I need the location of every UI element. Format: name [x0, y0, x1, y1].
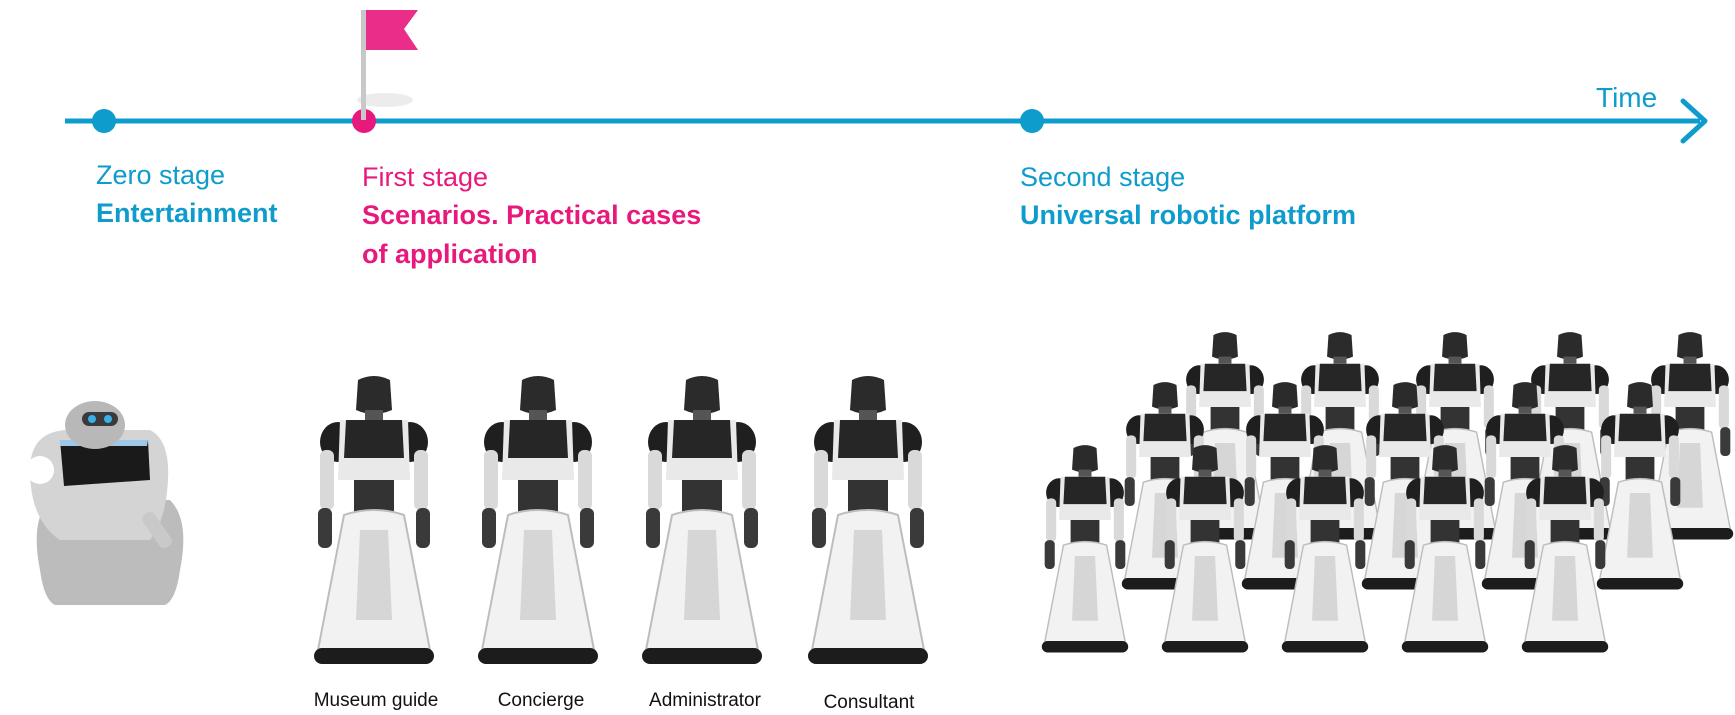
role-caption-museum-guide: Museum guide [313, 690, 439, 711]
flag-icon [357, 10, 418, 120]
role-caption-administrator: Administrator [649, 690, 761, 711]
second-stage-robot-crowd [1041, 331, 1734, 654]
second-stage-label: Second stage [1020, 162, 1186, 192]
first-stage-title-line2: of application [362, 239, 538, 269]
first-stage-robot-2 [477, 375, 599, 665]
first-stage-robot-1 [313, 375, 435, 665]
zero-stage-label: Zero stage [96, 160, 226, 190]
time-arrow-icon [1680, 98, 1708, 144]
first-stage-robot-3 [641, 375, 763, 665]
first-stage-robot-4 [807, 375, 929, 665]
first-stage-marker [352, 109, 376, 133]
second-stage-title: Universal robotic platform [1020, 200, 1357, 230]
role-caption-concierge: Concierge [497, 690, 585, 711]
zero-stage-robot [26, 401, 184, 605]
zero-stage-title: Entertainment [96, 198, 278, 228]
second-stage-marker [1020, 109, 1044, 133]
time-axis-label: Time [1596, 82, 1658, 113]
first-stage-title-line1: Scenarios. Practical cases [362, 200, 702, 230]
first-stage-label: First stage [362, 162, 489, 192]
role-caption-consultant: Consultant [823, 692, 915, 713]
zero-stage-marker [92, 109, 116, 133]
